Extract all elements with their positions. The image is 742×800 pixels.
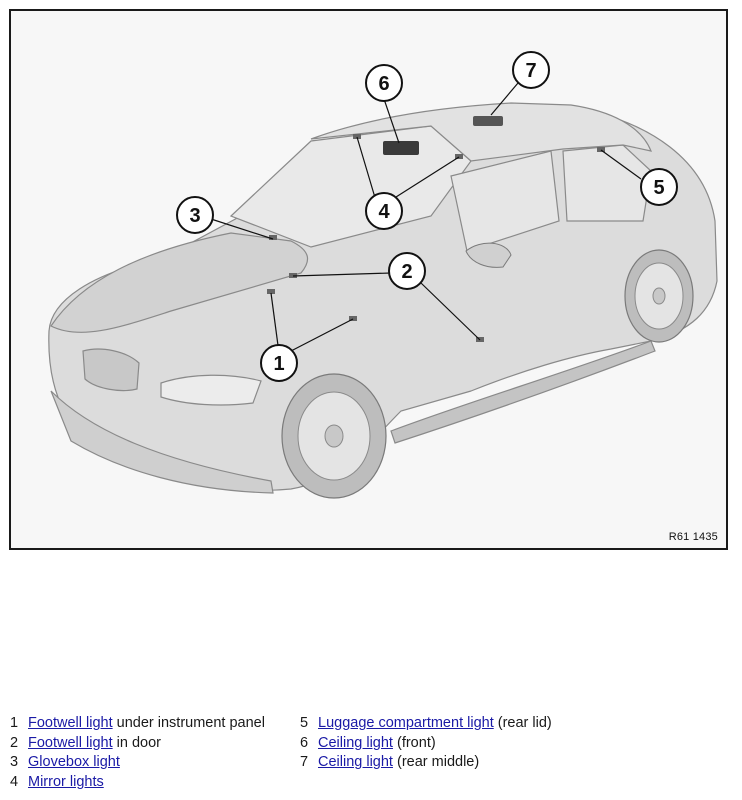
- legend-link-ceiling-light-front[interactable]: Ceiling light: [318, 734, 393, 751]
- legend-link-ceiling-light-rear[interactable]: Ceiling light: [318, 754, 393, 770]
- legend-number: 3: [10, 754, 19, 770]
- legend-number: 2: [10, 734, 19, 751]
- legend-link-glovebox-light[interactable]: Glovebox light: [28, 754, 120, 770]
- callout-1: 1: [260, 344, 298, 382]
- legend-description: in door: [116, 734, 161, 751]
- legend-description: (rear lid): [497, 715, 552, 731]
- callout-6: 6: [365, 64, 403, 102]
- callout-5: 5: [640, 168, 678, 206]
- legend-link-footwell-light-door[interactable]: Footwell light: [28, 734, 113, 751]
- side-mirror: [465, 242, 512, 268]
- svg-text:2: 2: [401, 261, 412, 283]
- car-illustration: 1 2 3 4 5 6 7: [48, 51, 718, 499]
- legend-item: 1 Footwell light under instrument panel: [10, 714, 265, 734]
- callout-7: 7: [512, 51, 550, 89]
- legend-number: 5: [300, 715, 309, 731]
- legend-item: 7 Ceiling light (rear middle): [300, 753, 552, 773]
- ceiling-light-rear-fixture: [473, 116, 503, 126]
- svg-text:7: 7: [525, 60, 536, 82]
- svg-text:5: 5: [653, 177, 664, 199]
- svg-text:4: 4: [378, 201, 390, 223]
- legend-description: under instrument panel: [116, 715, 265, 731]
- legend-link-luggage-compartment-light[interactable]: Luggage compartment light: [318, 715, 494, 731]
- rear-wheel: [624, 249, 694, 343]
- legend-description: (front): [397, 734, 436, 751]
- legend-item: 5 Luggage compartment light (rear lid): [300, 714, 552, 734]
- callout-2: 2: [388, 252, 426, 290]
- callout-4: 4: [365, 192, 403, 230]
- ceiling-light-front-fixture: [383, 141, 419, 155]
- svg-text:3: 3: [189, 205, 200, 227]
- car-interior-lights-figure: 1 2 3 4 5 6 7 R61 1435: [9, 9, 728, 550]
- legend-link-mirror-lights[interactable]: Mirror lights: [28, 773, 104, 790]
- svg-text:1: 1: [273, 353, 284, 375]
- legend-number: 4: [10, 773, 19, 790]
- legend-number: 7: [300, 754, 309, 770]
- front-wheel: [281, 373, 387, 499]
- svg-text:6: 6: [378, 73, 389, 95]
- leader-lines: [210, 82, 642, 354]
- legend-item: 3 Glovebox light: [10, 753, 265, 773]
- legend-number: 6: [300, 734, 309, 751]
- callout-3: 3: [176, 196, 214, 234]
- legend-item: 6 Ceiling light (front): [300, 734, 552, 754]
- legend-item: 4 Mirror lights: [10, 773, 265, 793]
- car-body: [48, 102, 718, 494]
- figure-code: R61 1435: [668, 531, 718, 543]
- legend-number: 1: [10, 715, 19, 731]
- legend-description: (rear middle): [397, 754, 480, 770]
- legend-item: 2 Footwell light in door: [10, 734, 265, 754]
- legend-link-footwell-light-instrument-panel[interactable]: Footwell light: [28, 715, 113, 731]
